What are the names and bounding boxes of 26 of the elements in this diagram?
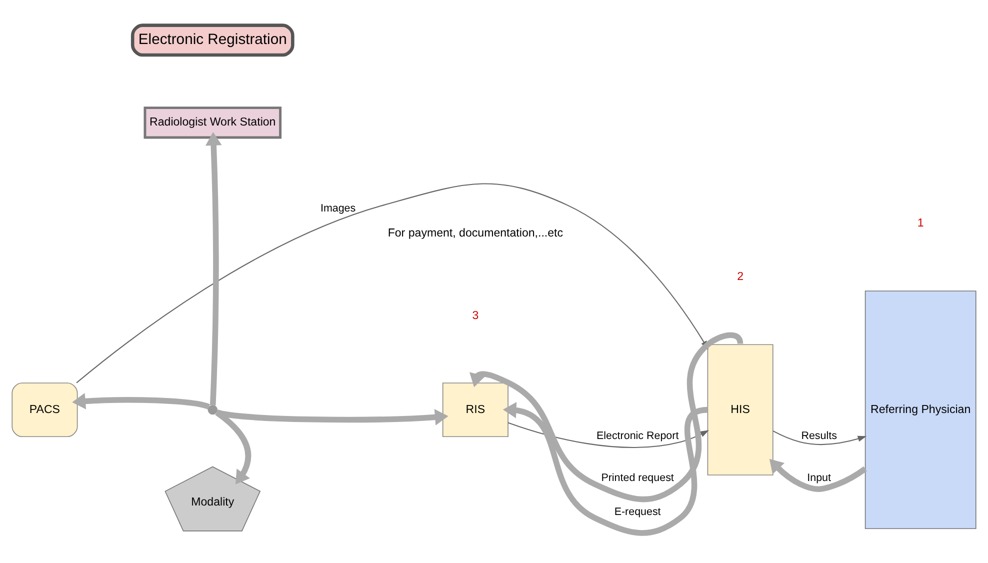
label: For payment, documentation,...etc: [388, 227, 564, 240]
arrow: [215, 410, 252, 484]
edge-label: Electronic Report: [596, 430, 679, 442]
edge-label: Input: [807, 472, 832, 484]
arrow: [772, 430, 867, 446]
arrow: [72, 393, 210, 410]
label: 2: [737, 271, 744, 284]
arrow: [769, 458, 867, 492]
node-box: Electronic Registration: [130, 24, 294, 57]
edge-label: E-request: [614, 506, 661, 518]
arrow: [502, 402, 708, 536]
label: 1: [917, 217, 924, 230]
node-cross: [208, 404, 218, 415]
label: 3: [472, 310, 479, 322]
edge-label: Results: [801, 430, 837, 442]
node-box: HIS: [707, 344, 774, 476]
edge-label: Printed request: [601, 472, 674, 484]
node-box: PACS: [12, 382, 78, 438]
edge-label: Images: [320, 202, 356, 214]
node-box: Radiologist Work Station: [144, 106, 282, 139]
arrow: [469, 332, 744, 502]
arrow: [216, 409, 448, 426]
node-box: RIS: [442, 382, 508, 438]
node-box: Referring Physician: [864, 290, 976, 530]
arrow: [508, 422, 710, 448]
arrow: [205, 132, 222, 406]
